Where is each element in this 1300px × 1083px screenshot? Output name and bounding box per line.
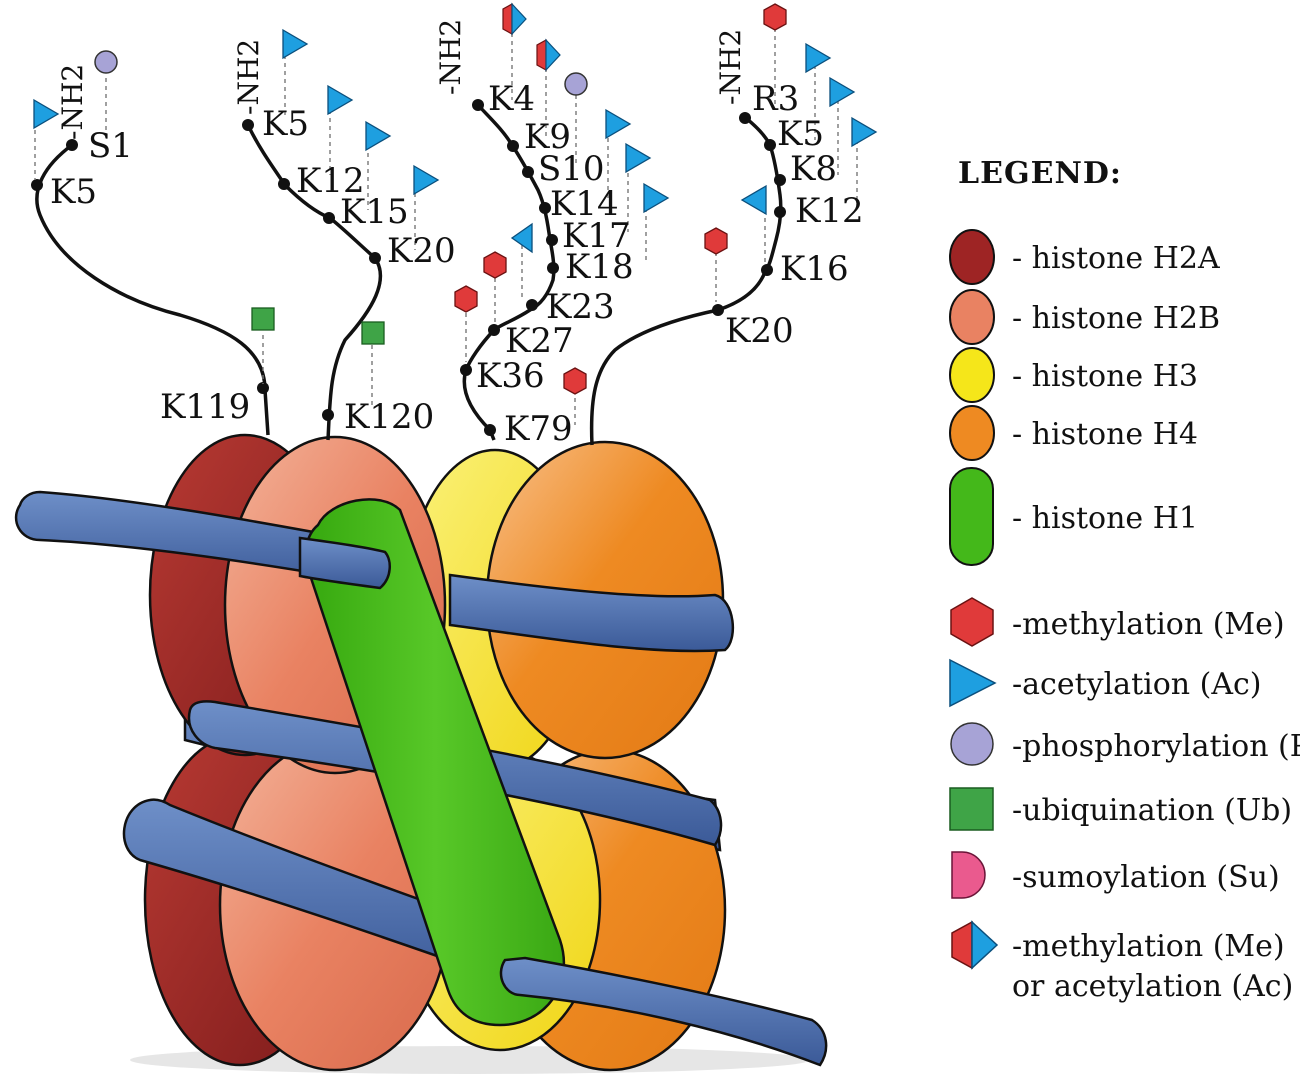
methylation-icon [704,227,728,255]
acetylation-icon [282,28,309,60]
legend-title: LEGEND: [958,156,1122,191]
h2b-site-k15: K15 [340,192,409,232]
ubiquination-legend-icon [949,787,994,831]
legend-h4: - histone H4 [1012,417,1198,452]
methylation-or-acetylation-legend-icon [951,920,999,970]
h2b-site-k120: K120 [344,397,434,437]
acetylation-legend-icon [949,658,997,708]
methylation-legend-icon [950,597,994,647]
acetylation-icon [829,76,856,108]
h3-site-k14: K14 [550,184,619,224]
dna-top-right [448,573,735,653]
legend-acetylation: -acetylation (Ac) [1012,667,1262,702]
legend-h3: - histone H3 [1012,359,1198,394]
legend-h1: - histone H1 [1012,501,1198,536]
ubiquination-icon [251,307,275,331]
legend-h2a: - histone H2A [1012,241,1220,276]
h3-terminus: -NH2 [434,19,467,95]
h4-swatch-icon [949,405,995,461]
legend-h2b: - histone H2B [1012,301,1220,336]
h2b-terminus: -NH2 [232,39,265,115]
h2a-swatch-icon [949,229,995,285]
acetylation-icon [740,184,767,216]
h3-site-k27: K27 [505,321,574,361]
dna-exit [499,956,828,1067]
legend-phosphorylation: -phosphorylation (P) [1012,729,1300,764]
phosphorylation-icon [564,72,588,96]
acetylation-icon [605,108,632,140]
dna-top-front [298,536,391,590]
h4-site-k5: K5 [777,114,824,154]
acetylation-icon [805,42,832,74]
acetylation-icon [33,98,60,130]
methylation-icon [454,285,478,313]
acetylation-icon [625,142,652,174]
h3-site-s10: S10 [538,149,605,189]
h4-site-k20: K20 [725,311,794,351]
methylation-or-acetylation-icon [536,38,561,72]
h2b-tail: -NH2 K5 K12 K15 K20 K120 [232,39,456,441]
h3-site-k18: K18 [565,247,634,287]
legend-methylation-or-acetylation: -methylation (Me) [1012,929,1285,964]
legend-ubiquination: -ubiquination (Ub) [1012,793,1292,828]
h4-terminus: -NH2 [714,29,747,105]
h2a-site-s1: S1 [88,126,133,166]
legend-methylation: -methylation (Me) [1012,607,1285,642]
sumoylation-legend-icon [951,851,986,899]
phosphorylation-legend-icon [950,722,994,766]
h3-site-k79: K79 [504,409,573,449]
methylation-icon [763,3,787,31]
h3-site-k36: K36 [476,356,545,396]
h2b-site-k20: K20 [387,231,456,271]
h4-site-k8: K8 [790,149,837,189]
h2b-site-k5: K5 [262,104,309,144]
modification-markers [33,2,878,395]
h3-site-k17: K17 [562,216,631,256]
acetylation-icon [851,116,878,148]
nucleosome-core [14,433,828,1072]
h3-site-k23: K23 [546,287,615,327]
phosphorylation-icon [94,50,118,74]
h2a-site-k119: K119 [160,387,250,427]
acetylation-icon [327,84,354,116]
methylation-or-acetylation-icon [502,2,527,36]
methylation-icon [563,367,587,395]
h3-site-k4: K4 [488,79,535,119]
h3-tail: -NH2 K4 K9 S10 K14 K17 K18 K23 K27 K36 K… [434,19,647,449]
acetylation-icon [510,222,533,254]
h1-swatch-icon [949,467,994,566]
h4-site-k16: K16 [780,249,849,289]
h4-site-r3: R3 [752,79,799,119]
h2a-terminus: -NH2 [56,64,89,140]
h2b-site-k12: K12 [296,161,365,201]
acetylation-icon [413,164,440,196]
h3-swatch-icon [949,347,995,403]
legend-methylation-or-acetylation-line2: or acetylation (Ac) [1012,969,1293,1004]
legend-sumoylation: -sumoylation (Su) [1012,860,1280,895]
h3-site-k9: K9 [524,117,571,157]
h2a-site-k5: K5 [50,172,97,212]
h4-site-k12: K12 [795,191,864,231]
acetylation-icon [643,182,670,214]
methylation-icon [483,251,507,279]
h2a-tail: -NH2 S1 K5 K119 [31,64,270,436]
h4-tail: -NH2 R3 K5 K8 K12 K16 K20 [589,28,864,446]
legend: LEGEND: - histone H2A - histone H2B - hi… [949,156,1300,1004]
ubiquination-icon [361,321,385,345]
h2b-swatch-icon [949,289,995,345]
acetylation-icon [365,120,392,152]
